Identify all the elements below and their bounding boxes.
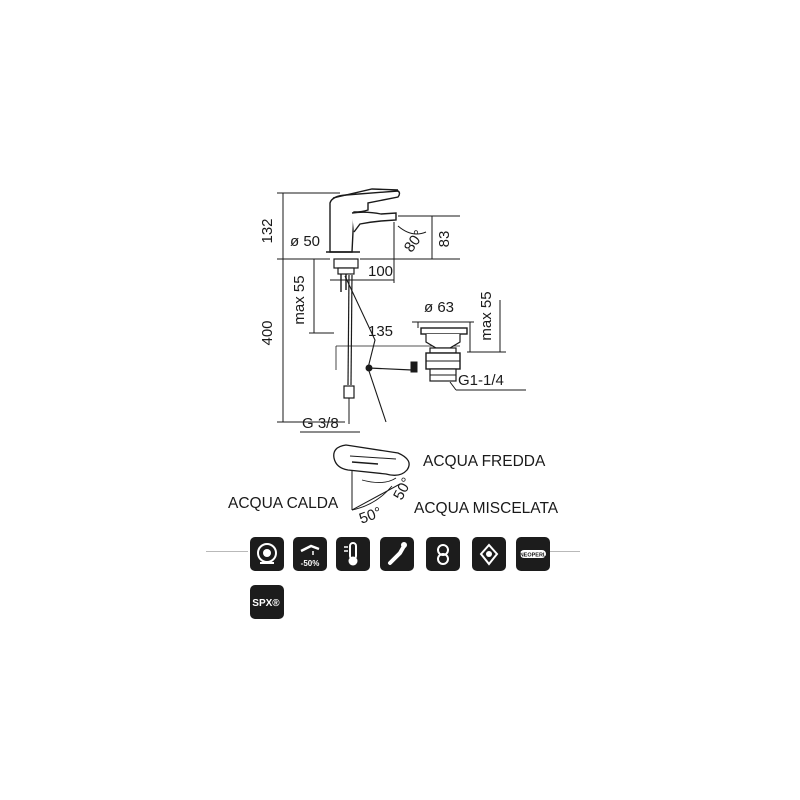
dim-80deg: 80° [401, 227, 428, 255]
icon-row-separator-left [206, 551, 248, 552]
dim-132: 132 [259, 218, 276, 243]
dim-100: 100 [368, 263, 393, 280]
spx-text: SPX® [252, 598, 280, 609]
eco-ring-icon [250, 537, 284, 571]
flexible-hose-icon [380, 537, 414, 571]
dim-diameter-63: ø 63 [424, 299, 454, 316]
dim-max55-tap: max 55 [291, 275, 308, 324]
icon-row-separator-right [550, 551, 580, 552]
dim-135: 135 [368, 323, 393, 340]
dim-83: 83 [436, 231, 453, 248]
label-acqua-calda: ACQUA CALDA [228, 495, 339, 512]
temperature-icon [336, 537, 370, 571]
faucet-lever [332, 188, 399, 199]
neoperl-icon: NEOPERL [516, 537, 550, 571]
label-acqua-miscelata: ACQUA MISCELATA [414, 500, 559, 517]
spx-icon: SPX® [250, 585, 284, 619]
angle-50-lower: 50° [357, 504, 384, 528]
cartridge-icon [472, 537, 506, 571]
dim-g114: G1-1/4 [458, 372, 504, 389]
water-saving-icon: -50% [293, 537, 327, 571]
dim-max55-waste: max 55 [478, 291, 495, 340]
lever-top-view [333, 444, 410, 476]
dim-diameter-50: ø 50 [290, 233, 320, 250]
faucet-spout [351, 211, 397, 233]
dim-400: 400 [259, 320, 276, 345]
water-saving-text: -50% [301, 559, 320, 568]
swivel-aerator-icon [426, 537, 460, 571]
label-acqua-fredda: ACQUA FREDDA [423, 453, 546, 470]
dim-g38: G 3/8 [302, 415, 339, 432]
neoperl-text: NEOPERL [520, 553, 547, 559]
